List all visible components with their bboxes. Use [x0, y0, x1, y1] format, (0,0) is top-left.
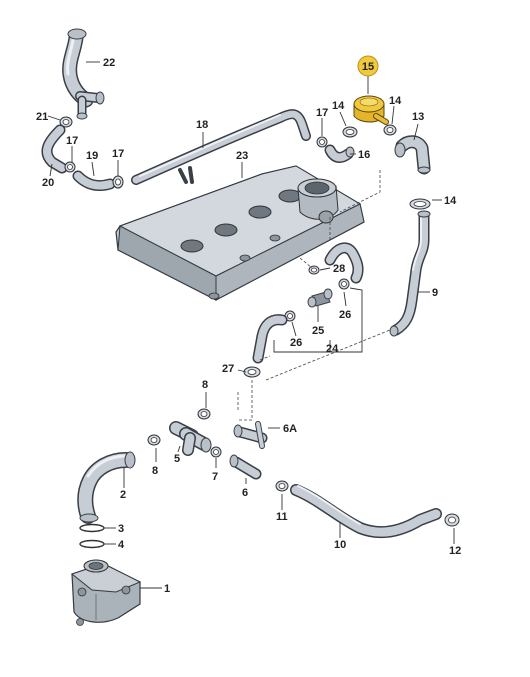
dashed-guide-lines	[237, 170, 391, 421]
part-14-clamp-upper-right	[383, 124, 397, 136]
label-8-lower: 8	[152, 465, 158, 477]
highlight-circle	[357, 55, 379, 77]
label-22: 22	[103, 57, 115, 69]
part-27-clamp	[243, 366, 261, 378]
part-25-valve	[307, 288, 333, 308]
label-26-lower: 26	[290, 337, 302, 349]
part-21-clamp	[59, 116, 73, 128]
label-14-upper-left: 14	[332, 100, 345, 112]
label-12: 12	[449, 545, 461, 557]
part-8-clamp-upper	[197, 408, 211, 420]
label-23: 23	[236, 150, 248, 162]
part-26-clamp-upper	[338, 278, 350, 290]
label-7: 7	[212, 471, 218, 483]
label-9: 9	[432, 287, 438, 299]
label-17-upper: 17	[316, 107, 328, 119]
part-28-hose	[324, 242, 364, 284]
label-15: 15	[362, 61, 374, 73]
part-17-clamp-upper	[316, 136, 328, 148]
label-10: 10	[334, 539, 346, 551]
part-4-oring	[79, 539, 105, 549]
part-17-clamp-left	[64, 161, 76, 173]
label-18: 18	[196, 119, 208, 131]
callout-labels: 22 21 17 19 17 20 18 23 17 14 15 14 13 1…	[36, 55, 461, 595]
part-3-seal-ring	[79, 523, 105, 533]
part-1-oil-separator-housing	[70, 559, 142, 626]
part-13-elbow-connector	[394, 135, 431, 175]
label-6: 6	[242, 487, 248, 499]
label-28: 28	[333, 263, 345, 275]
label-20: 20	[42, 177, 54, 189]
label-4: 4	[118, 539, 125, 551]
label-6a: 6A	[283, 423, 297, 435]
part-9-vertical-pipe	[389, 210, 431, 337]
part-16-elbow-hose	[324, 144, 355, 163]
leader-lines	[47, 61, 455, 589]
part-2-bent-pipe	[77, 451, 136, 524]
part-28-oring	[308, 265, 320, 275]
part-22-breather-pipe	[62, 28, 105, 120]
part-14-clamp-upper-left	[342, 126, 358, 138]
part-12-clamp	[444, 513, 460, 527]
label-27: 27	[222, 363, 234, 375]
label-14-upper-right: 14	[389, 95, 402, 107]
label-21: 21	[36, 111, 48, 123]
label-17-middle: 17	[112, 148, 124, 160]
part-20-hose	[41, 124, 68, 174]
label-11: 11	[276, 511, 288, 523]
part-11-clamp	[275, 480, 289, 492]
part-24-hose	[252, 314, 288, 364]
label-14-right: 14	[444, 195, 457, 207]
part-15-pressure-valve-highlighted	[353, 95, 389, 125]
label-15-highlight-badge: 15	[357, 55, 379, 77]
part-6-connector	[229, 454, 262, 480]
label-1: 1	[164, 583, 170, 595]
label-24: 24	[326, 343, 339, 355]
part-5-tee-fitting	[169, 421, 212, 456]
label-25: 25	[312, 325, 324, 337]
part-7-clamp	[210, 446, 222, 458]
label-16: 16	[358, 149, 370, 161]
part-8-clamp-lower	[147, 434, 161, 446]
part-18-long-pipe	[131, 109, 311, 185]
label-19: 19	[86, 150, 98, 162]
part-14-clamp-right	[409, 198, 431, 210]
label-8-upper: 8	[202, 379, 208, 391]
part-23-valve-cover	[115, 165, 365, 301]
label-5: 5	[174, 453, 180, 465]
part-10-long-hose	[290, 484, 442, 539]
label-17-left: 17	[66, 135, 78, 147]
part-19-hose	[72, 170, 116, 192]
label-26-upper: 26	[339, 309, 351, 321]
label-2: 2	[120, 489, 126, 501]
label-3: 3	[118, 523, 124, 535]
label-13: 13	[412, 111, 424, 123]
part-6a-connector	[233, 421, 268, 449]
part-17-clamp-middle	[112, 175, 124, 189]
